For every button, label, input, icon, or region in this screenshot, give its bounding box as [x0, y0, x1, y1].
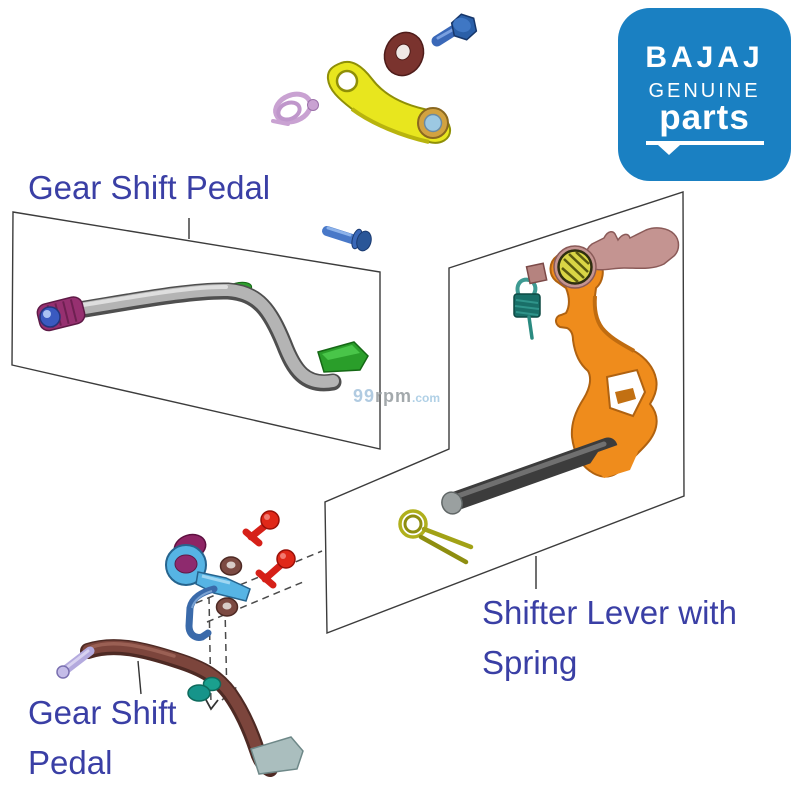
ball-joint-pins [242, 510, 296, 589]
watermark-99rpm: 99rpm.com [353, 386, 440, 407]
spring-clip [398, 509, 474, 565]
shift-claw [525, 227, 680, 285]
watermark-suffix: .com [412, 391, 441, 405]
shaft-collar [187, 676, 222, 702]
leader-lines [137, 218, 537, 695]
left-panel [11, 211, 381, 450]
label-bottom-line1: Gear Shift [28, 694, 177, 731]
bajaj-genuine-parts-badge: BAJAJ GENUINE parts [618, 8, 791, 181]
label-shifter-line1: Shifter Lever with [482, 594, 737, 631]
pedal-pad [250, 736, 304, 775]
watermark-middle: rpm [375, 386, 413, 406]
watermark-prefix: 99 [353, 386, 376, 406]
shifter-lever-boss [590, 442, 638, 478]
shift-shaft [441, 437, 618, 515]
logo-underline-arrow [645, 141, 764, 155]
return-spring [513, 277, 541, 340]
thrust-washer [383, 31, 425, 77]
shift-arm-lever [326, 60, 452, 144]
shaft-end-face [553, 245, 597, 289]
clamp-pin [56, 646, 95, 679]
hex-bolt [431, 13, 478, 47]
logo-parts-text: parts [659, 98, 750, 137]
torsion-spring [271, 91, 319, 126]
guide-arrowhead [204, 697, 219, 711]
logo-brand-text: BAJAJ [645, 41, 764, 74]
label-bottom-line2: Pedal [28, 744, 113, 781]
linkage-lever [165, 533, 251, 602]
gear-shift-pedal-rear [56, 639, 304, 777]
label-shifter-line2: Spring [482, 644, 578, 681]
connector-hook [185, 585, 218, 641]
logo-genuine-text: GENUINE [648, 80, 761, 102]
label-gear-shift-pedal-top: Gear Shift Pedal [28, 169, 271, 206]
pivot-pin [322, 226, 372, 252]
pedal-rubber [317, 341, 369, 373]
lock-washers [215, 556, 243, 617]
gear-shift-pedal-front [36, 281, 369, 392]
